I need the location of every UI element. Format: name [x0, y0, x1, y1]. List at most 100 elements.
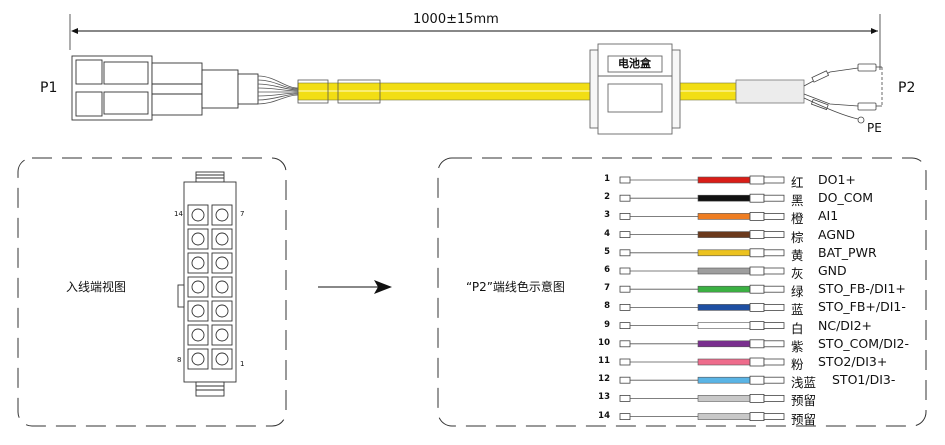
right-panel-frame — [437, 157, 927, 427]
wire-3-left-terminal — [619, 212, 631, 220]
wire-14-pin — [763, 413, 785, 421]
wire-color-name: 预留 — [791, 393, 817, 409]
length-dimension — [69, 14, 881, 70]
wire-8-left-terminal — [619, 303, 631, 311]
wire-9-ferrule — [749, 321, 765, 331]
pin-label-7: 7 — [240, 210, 245, 218]
p2-heat-shrink — [735, 79, 805, 104]
wire-number: 8 — [604, 301, 610, 312]
wire-number: 13 — [598, 392, 610, 403]
wire-number: 10 — [598, 337, 610, 348]
wire-8-pin — [763, 303, 785, 311]
wire-12-ferrule — [749, 375, 765, 385]
wire-1-insulation — [697, 176, 751, 184]
wire-signal-name: STO_FB+/DI1- — [818, 299, 906, 315]
wire-7-insulation — [697, 285, 751, 293]
wire-7-left-terminal — [619, 285, 631, 293]
wire-signal-name: AI1 — [818, 208, 839, 224]
wire-5-left-terminal — [619, 249, 631, 257]
wire-10-pin — [763, 340, 785, 348]
wire-number: 7 — [604, 283, 610, 294]
right-panel-title: “P2”端线色示意图 — [466, 280, 565, 294]
wire-6-pin — [763, 267, 785, 275]
wire-3-ferrule — [749, 211, 765, 221]
wire-9-left-terminal — [619, 322, 631, 330]
pin-hole — [215, 328, 229, 342]
wire-2-pin — [763, 194, 785, 202]
wire-number: 1 — [604, 174, 610, 184]
wire-9-pin — [763, 322, 785, 330]
wire-4-ferrule — [749, 230, 765, 240]
battery-box-label: 电池盒 — [618, 57, 651, 70]
wire-11-ferrule — [749, 357, 765, 367]
wire-number: 4 — [604, 228, 610, 239]
wire-4-insulation — [697, 231, 751, 238]
wire-signal-name: STO_FB-/DI1+ — [818, 281, 906, 297]
wire-number: 14 — [598, 410, 610, 421]
wire-6-insulation — [697, 267, 751, 275]
wire-color-name: 棕 — [791, 229, 804, 245]
wire-1-left-terminal — [619, 176, 631, 184]
pin-label-8: 8 — [177, 356, 182, 364]
wire-6-left-terminal — [619, 267, 631, 275]
pin-hole — [215, 304, 229, 318]
wire-6-ferrule — [749, 266, 765, 276]
pin-hole — [215, 256, 229, 270]
wire-legend-graphics — [619, 175, 785, 422]
wire-5-insulation — [697, 249, 751, 257]
wire-signal-name: GND — [818, 263, 847, 278]
wire-signal-name: NC/DI2+ — [818, 317, 873, 333]
connector-pins — [187, 204, 233, 370]
pin-hole — [191, 280, 205, 294]
wire-10-insulation — [697, 340, 751, 348]
wire-5-pin — [763, 249, 785, 257]
wire-signal-name: DO1+ — [818, 172, 856, 187]
wire-number: 6 — [604, 265, 610, 275]
wire-13-ferrule — [749, 393, 765, 403]
pin-hole — [191, 304, 205, 318]
wire-2-insulation — [697, 194, 751, 202]
wire-number: 3 — [604, 210, 610, 221]
pin-hole — [191, 232, 205, 246]
pin-hole — [215, 232, 229, 246]
wire-8-insulation — [697, 304, 751, 311]
pin-hole — [191, 352, 205, 366]
wire-2-left-terminal — [619, 194, 631, 202]
left-panel-frame — [17, 157, 287, 427]
wire-signal-name: STO1/DI3- — [832, 372, 896, 388]
pin-label-14: 14 — [174, 210, 183, 218]
wire-color-name: 浅蓝 — [791, 375, 817, 391]
wire-color-name: 红 — [791, 175, 804, 190]
wire-12-left-terminal — [619, 376, 631, 384]
wire-color-name: 黄 — [791, 247, 804, 263]
wire-13-insulation — [697, 395, 751, 402]
wire-4-pin — [763, 231, 785, 239]
wire-number: 9 — [604, 319, 610, 330]
wire-color-name: 橙 — [791, 211, 804, 227]
p1-label: P1 — [40, 80, 58, 96]
wire-number: 11 — [598, 356, 610, 366]
wire-number: 5 — [604, 246, 610, 257]
wire-color-name: 预留 — [791, 411, 817, 427]
wire-1-pin — [763, 176, 785, 184]
wire-signal-name: STO_COM/DI2- — [818, 335, 909, 351]
wire-10-ferrule — [749, 339, 765, 349]
pe-label: PE — [867, 121, 882, 135]
wire-1-ferrule — [749, 175, 765, 185]
wire-14-left-terminal — [619, 413, 631, 421]
pin-hole — [215, 280, 229, 294]
pin-hole — [215, 352, 229, 366]
wire-9-insulation — [697, 322, 751, 329]
yellow-cable — [297, 79, 737, 104]
wire-12-insulation — [697, 376, 751, 384]
wire-14-ferrule — [749, 412, 765, 422]
wire-color-name: 紫 — [791, 338, 804, 354]
wire-4-left-terminal — [619, 231, 631, 239]
wire-11-left-terminal — [619, 358, 631, 366]
wire-11-insulation — [697, 358, 751, 366]
wire-color-name: 绿 — [791, 284, 804, 300]
wire-3-insulation — [697, 213, 751, 220]
wire-signal-name: BAT_PWR — [818, 244, 877, 260]
